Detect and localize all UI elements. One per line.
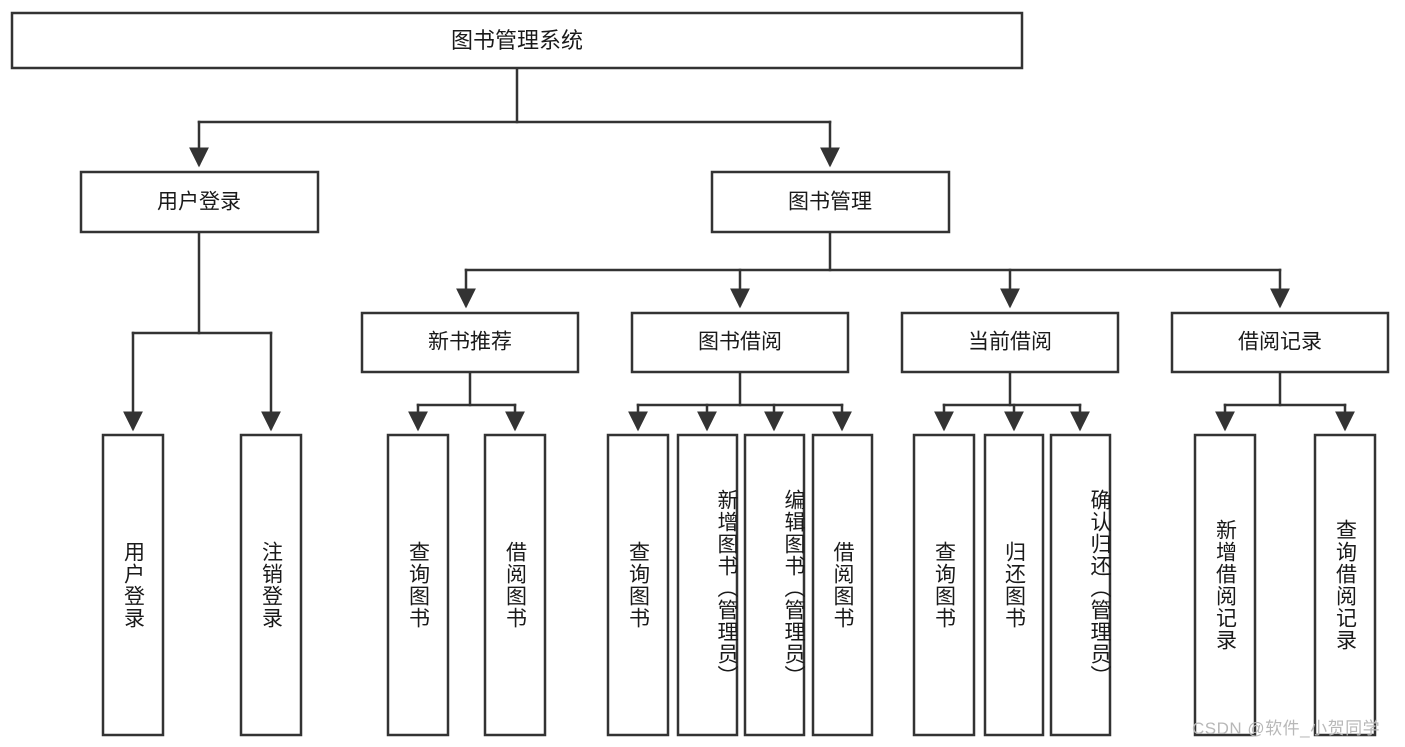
leaf-box-user-login-0[interactable] bbox=[101, 433, 165, 737]
leaf-box-user-login-1[interactable] bbox=[239, 433, 303, 737]
leaf-box-new-book-1[interactable] bbox=[483, 433, 547, 737]
leaf-box-new-book-0[interactable] bbox=[386, 433, 450, 737]
node-current-borrow-label: 当前借阅 bbox=[968, 331, 1052, 354]
node-borrow-record[interactable]: 借阅记录 bbox=[1170, 311, 1390, 374]
node-borrow-record-label: 借阅记录 bbox=[1238, 331, 1322, 354]
leaf-box-current-borrow-2[interactable] bbox=[1049, 433, 1112, 737]
leaf-box-book-borrow-2[interactable] bbox=[743, 433, 806, 737]
leaf-box-current-borrow-0[interactable] bbox=[912, 433, 976, 737]
csdn-watermark: CSDN @软件_小贺同学 bbox=[1192, 719, 1381, 738]
connector-bookborrow-to-leaves bbox=[628, 370, 852, 432]
connector-bookmgmt-to-level3 bbox=[456, 230, 1290, 309]
node-current-borrow[interactable]: 当前借阅 bbox=[900, 311, 1120, 374]
leaf-box-borrow-record-1[interactable] bbox=[1313, 433, 1377, 737]
node-book-borrow[interactable]: 图书借阅 bbox=[630, 311, 850, 374]
connector-borrowrecord-to-leaves bbox=[1215, 370, 1355, 432]
node-user-login-label: 用户登录 bbox=[157, 191, 241, 214]
node-user-login[interactable]: 用户登录 bbox=[79, 170, 320, 234]
leaf-box-book-borrow-0[interactable] bbox=[606, 433, 670, 737]
leaf-box-book-borrow-1[interactable] bbox=[676, 433, 739, 737]
leaf-box-book-borrow-3[interactable] bbox=[811, 433, 874, 737]
node-book-management-label: 图书管理 bbox=[788, 191, 872, 214]
connector-userlogin-to-leaves bbox=[123, 230, 281, 432]
leaf-box-borrow-record-0[interactable] bbox=[1193, 433, 1257, 737]
connector-currentborrow-to-leaves bbox=[934, 370, 1090, 432]
connector-root-to-level2 bbox=[189, 66, 840, 168]
node-root-system[interactable]: 图书管理系统 bbox=[10, 11, 1024, 70]
leaf-box-current-borrow-1[interactable] bbox=[983, 433, 1045, 737]
node-new-book-recommend-label: 新书推荐 bbox=[428, 331, 512, 354]
node-new-book-recommend[interactable]: 新书推荐 bbox=[360, 311, 580, 374]
connector-newbook-to-leaves bbox=[408, 370, 525, 432]
node-book-management[interactable]: 图书管理 bbox=[710, 170, 951, 234]
node-root-label: 图书管理系统 bbox=[451, 28, 583, 53]
node-book-borrow-label: 图书借阅 bbox=[698, 331, 782, 354]
